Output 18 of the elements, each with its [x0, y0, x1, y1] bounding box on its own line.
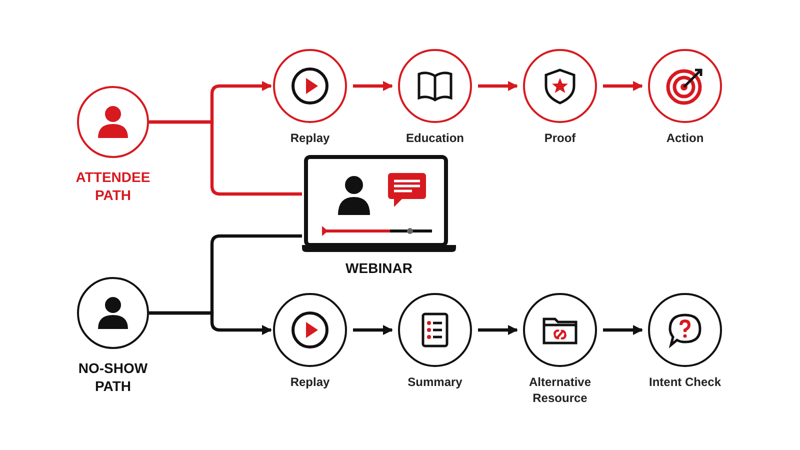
step-label: Intent Check — [648, 375, 722, 391]
path-label: ATTENDEE PATH — [74, 168, 152, 204]
step-label: Replay — [289, 131, 331, 147]
arrow — [478, 324, 518, 336]
arrow — [149, 311, 272, 336]
step-label: Replay — [289, 375, 331, 391]
step-label: Summary — [406, 375, 464, 391]
step-label: Action — [665, 131, 705, 147]
arrow — [603, 324, 644, 336]
step-label: Proof — [543, 131, 577, 147]
path-label: NO-SHOW PATH — [77, 359, 149, 396]
arrow — [478, 80, 518, 92]
step-label: Alternative Resource — [528, 375, 592, 406]
arrow — [603, 80, 644, 92]
arrow — [353, 324, 394, 336]
step-label: Education — [404, 131, 465, 147]
webinar-label: WEBINAR — [344, 259, 414, 278]
arrow — [353, 80, 394, 92]
